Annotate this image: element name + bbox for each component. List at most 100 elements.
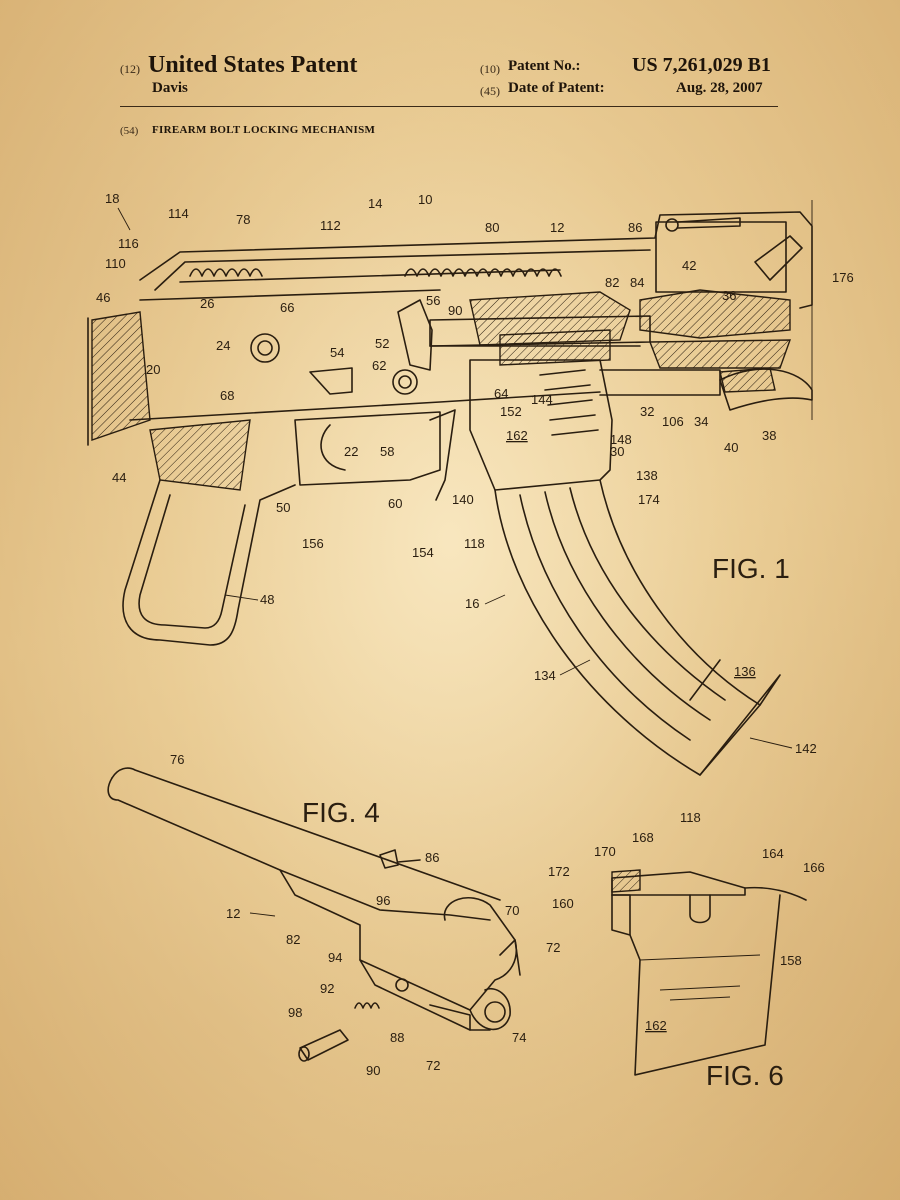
ref-18: 18 xyxy=(105,191,119,206)
detent-pin xyxy=(299,1029,349,1061)
bolt-body xyxy=(429,315,651,347)
patent-country: United States Patent xyxy=(148,52,358,78)
ref-38: 38 xyxy=(762,428,776,443)
rail-72 xyxy=(499,939,521,976)
trigger xyxy=(320,424,346,471)
code-10: (10) xyxy=(480,62,500,76)
ref-70: 70 xyxy=(505,903,519,918)
fig6-shade-3 xyxy=(669,996,731,1001)
lead-18 xyxy=(117,207,131,231)
ref-22: 22 xyxy=(344,444,358,459)
latch-170 xyxy=(611,869,641,893)
inventor-name: Davis xyxy=(152,80,188,96)
receiver-body-line xyxy=(139,289,441,301)
mag-rib-3 xyxy=(547,399,593,406)
ref-64: 64 xyxy=(494,386,508,401)
ref-118b: 118 xyxy=(680,810,701,825)
ref-14: 14 xyxy=(368,196,382,211)
hammer-pin xyxy=(250,333,280,363)
ref-56: 56 xyxy=(426,293,440,308)
ref-54: 54 xyxy=(330,345,344,360)
ref-116: 116 xyxy=(118,236,139,251)
fig4-labels: 76 FIG. 4 86 12 96 70 82 72 94 92 98 88 … xyxy=(170,752,560,1078)
ref-90b: 90 xyxy=(366,1063,380,1078)
detent-pin-end xyxy=(298,1046,310,1062)
ref-12: 12 xyxy=(550,220,564,235)
ref-142: 142 xyxy=(795,741,817,756)
ref-60: 60 xyxy=(388,496,402,511)
ref-168: 168 xyxy=(632,830,654,845)
ref-170: 170 xyxy=(594,844,616,859)
magazine-catch xyxy=(429,409,456,501)
rear-sight-pin xyxy=(665,218,679,232)
window-slot xyxy=(689,894,711,924)
ref-166: 166 xyxy=(803,860,825,875)
ref-82: 82 xyxy=(605,275,619,290)
ref-110: 110 xyxy=(105,256,126,271)
ref-72a: 72 xyxy=(546,940,560,955)
carrier-body xyxy=(279,869,471,1011)
code-12: (12) xyxy=(120,62,140,76)
trunnion xyxy=(639,289,791,339)
receiver-cover-inner xyxy=(154,249,651,291)
header-rule xyxy=(120,106,778,107)
ref-138: 138 xyxy=(636,468,658,483)
ref-160: 160 xyxy=(552,896,574,911)
ref-78: 78 xyxy=(236,212,250,227)
recoil-spring-rear xyxy=(189,268,263,277)
carrier-lower xyxy=(359,959,491,1031)
rear-sight-lever xyxy=(754,235,803,281)
patent-title: FIREARM BOLT LOCKING MECHANISM xyxy=(152,124,376,136)
fig1-label: FIG. 1 xyxy=(712,553,790,584)
ref-50: 50 xyxy=(276,500,290,515)
lead-48 xyxy=(224,594,259,601)
ref-90: 90 xyxy=(448,303,462,318)
rail-72-lower xyxy=(429,1004,471,1031)
patent-number: US 7,261,029 B1 xyxy=(632,54,771,76)
barrel-lock xyxy=(648,339,791,369)
fig4-label: FIG. 4 xyxy=(302,797,380,828)
ref-20: 20 xyxy=(146,362,160,377)
charging-lug xyxy=(379,849,399,869)
grip-top xyxy=(149,419,251,491)
ref-48: 48 xyxy=(260,592,274,607)
trigger-guard xyxy=(294,411,441,486)
ref-58: 58 xyxy=(380,444,394,459)
mag-floor-slot xyxy=(689,659,721,701)
hammer-pin-inner xyxy=(257,340,273,356)
mag-rib-4 xyxy=(549,414,596,421)
ledge-160 xyxy=(611,894,631,936)
safety-lever xyxy=(397,299,433,371)
ref-152: 152 xyxy=(500,404,522,419)
ref-174: 174 xyxy=(638,492,660,507)
ref-88: 88 xyxy=(390,1030,404,1045)
ref-40: 40 xyxy=(724,440,738,455)
ref-140: 140 xyxy=(452,492,474,507)
mag-rib-5 xyxy=(551,429,599,436)
bolt-bore xyxy=(484,1001,506,1023)
ref-66: 66 xyxy=(280,300,294,315)
ref-172: 172 xyxy=(548,864,570,879)
latch-164 xyxy=(744,886,807,901)
ref-62: 62 xyxy=(372,358,386,373)
handguard-retainer xyxy=(719,367,776,393)
ref-12b: 12 xyxy=(226,906,240,921)
patent-date: Aug. 28, 2007 xyxy=(676,80,763,96)
ref-148: 148 xyxy=(610,432,632,447)
ref-16: 16 xyxy=(465,596,479,611)
lead-12b xyxy=(249,912,276,917)
patent-no-label: Patent No.: xyxy=(508,58,581,74)
fig4-part xyxy=(107,767,521,1062)
code-54: (54) xyxy=(120,125,139,137)
ref-136: 136 xyxy=(734,664,756,679)
detent-hole xyxy=(395,978,409,992)
pistol-grip-inner xyxy=(138,494,246,629)
mag-groove-1 xyxy=(519,494,691,741)
fig6-shade-1 xyxy=(639,954,761,961)
ref-32: 32 xyxy=(640,404,654,419)
ref-96: 96 xyxy=(376,893,390,908)
lead-142 xyxy=(749,737,793,749)
ref-144: 144 xyxy=(531,392,553,407)
receiver-bottom xyxy=(129,391,601,421)
